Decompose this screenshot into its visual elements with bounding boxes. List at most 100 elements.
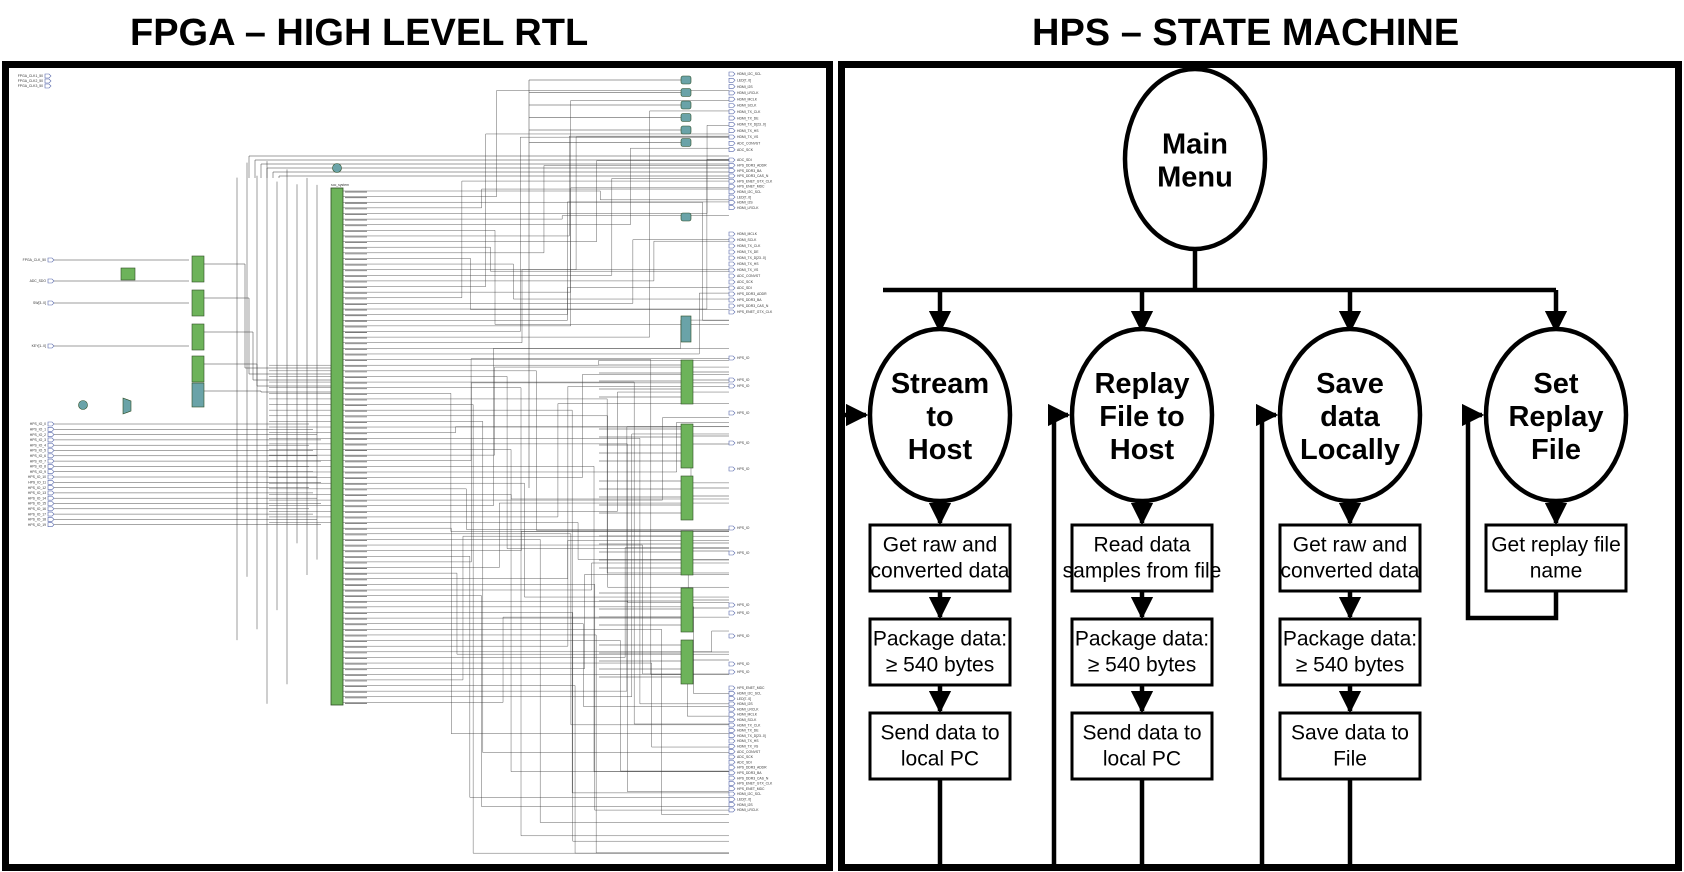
io-port: HDMI_I2C_SCL bbox=[728, 189, 761, 195]
io-port: HPS_IO_2 bbox=[30, 432, 55, 437]
io-port: HDMI_TX_DE bbox=[728, 115, 759, 121]
io-port: HPS_IO_5 bbox=[30, 448, 55, 453]
port-label: HPS_IO_6 bbox=[30, 454, 46, 458]
io-port: HDMI_I2C_SCL bbox=[728, 791, 761, 797]
port-label: HDMI_TX_VS bbox=[737, 135, 759, 139]
io-port: HPS_ENET_GTX_CLK bbox=[728, 309, 773, 315]
mux-symbol bbox=[78, 400, 88, 410]
port-label: HPS_IO_10 bbox=[28, 475, 46, 479]
io-port: HDMI_LRCLK bbox=[728, 205, 759, 210]
port-label: HPS_IO bbox=[737, 662, 750, 666]
rtl-title: FPGA – HIGH LEVEL RTL bbox=[130, 12, 589, 54]
port-label: HPS_IO_7 bbox=[30, 459, 46, 463]
io-port: HPS_IO_10 bbox=[28, 474, 55, 480]
io-port: HPS_IO bbox=[728, 377, 750, 383]
port-label: HPS_IO_18 bbox=[28, 518, 46, 522]
port-label: LED[7..0] bbox=[737, 798, 751, 802]
io-port: LED[7..0] bbox=[728, 797, 751, 802]
port-label: HDMI_LRCLK bbox=[737, 206, 759, 210]
io-port: HPS_IO bbox=[728, 525, 750, 531]
port-label: FPGA_CLK_50 bbox=[23, 258, 46, 262]
io-port: HDMI_TX_DE bbox=[728, 249, 759, 255]
driver-block bbox=[680, 475, 694, 521]
io-port: HDMI_TX_D[23..0] bbox=[728, 255, 766, 261]
port-label: HPS_IO bbox=[737, 611, 750, 615]
port-label: HPS_IO_19 bbox=[28, 523, 46, 527]
io-port: ADC_SCK bbox=[728, 147, 754, 152]
logic-block bbox=[680, 315, 692, 343]
port-label: HPS_DDR3_BA bbox=[737, 298, 762, 302]
io-port: FPGA_CLK_50 bbox=[23, 257, 55, 263]
io-port: HDMI_TX_CLK bbox=[728, 243, 761, 249]
io-port: LED[7..0] bbox=[728, 696, 751, 701]
soc-system-label: soc_system bbox=[331, 183, 349, 187]
io-port: HPS_IO_1 bbox=[30, 427, 55, 432]
return-arrow bbox=[1047, 403, 1071, 864]
io-port: HDMI_TX_HS bbox=[728, 738, 759, 744]
logic-block bbox=[191, 289, 205, 317]
io-port: HDMI_LRCLK bbox=[728, 90, 759, 96]
port-label: HPS_ENET_MDC bbox=[737, 686, 765, 690]
io-port: ADC_CONVST bbox=[728, 749, 760, 754]
io-port: HDMI_TX_VS bbox=[728, 134, 759, 140]
io-port: HPS_IO_13 bbox=[28, 490, 55, 496]
port-label: HDMI_I2C_SCL bbox=[737, 792, 761, 796]
port-label: ADC_SCK bbox=[737, 280, 754, 284]
io-port: HDMI_LRCLK bbox=[728, 706, 759, 712]
io-port: LED[7..0] bbox=[728, 78, 751, 83]
logic-block bbox=[191, 323, 205, 351]
port-label: LED[7..0] bbox=[737, 195, 751, 199]
port-label: HDMI_TX_CLK bbox=[737, 110, 761, 114]
port-label: LED[7..0] bbox=[737, 79, 751, 83]
port-label: HDMI_LRCLK bbox=[737, 808, 759, 812]
port-label: HPS_IO_4 bbox=[30, 443, 46, 447]
rtl-components: FPGA_CLK1_50FPGA_CLK2_50FPGA_CLK3_50FPGA… bbox=[18, 71, 773, 813]
port-label: HPS_ENET_MDC bbox=[737, 787, 765, 791]
port-label: HDMI_LRCLK bbox=[737, 91, 759, 95]
port-label: HPS_IO bbox=[737, 551, 750, 555]
io-port: HPS_DDR3_ADDR bbox=[728, 291, 767, 297]
port-label: HPS_IO bbox=[737, 634, 750, 638]
io-port: HPS_IO_4 bbox=[30, 442, 55, 448]
buffer-block bbox=[680, 138, 692, 147]
io-port: HPS_IO_8 bbox=[30, 464, 55, 469]
port-label: HDMI_SCLK bbox=[737, 718, 757, 722]
io-port: SW[3..0] bbox=[33, 300, 55, 306]
port-label: HPS_IO bbox=[737, 603, 750, 607]
io-port: HDMI_SCLK bbox=[728, 717, 757, 723]
io-port: HPS_IO bbox=[728, 550, 750, 556]
io-port: HPS_IO bbox=[728, 602, 750, 608]
step-label: Package data:≥ 540 bytes bbox=[1283, 628, 1417, 677]
io-port: HDMI_TX_CLK bbox=[728, 722, 761, 728]
port-label: HPS_IO bbox=[737, 384, 750, 388]
port-label: HPS_ENET_GTX_CLK bbox=[737, 179, 773, 183]
io-port: HPS_DDR3_CAS_N bbox=[728, 303, 769, 309]
port-label: ADC_CONVST bbox=[737, 750, 760, 754]
io-port: HDMI_MCLK bbox=[728, 96, 758, 102]
port-label: HPS_DDR3_ADDR bbox=[737, 766, 767, 770]
io-port: HPS_IO bbox=[728, 633, 750, 639]
port-label: KEY[1..0] bbox=[32, 344, 46, 348]
port-label: SW[3..0] bbox=[33, 301, 46, 305]
port-label: HPS_IO_17 bbox=[28, 512, 46, 516]
port-label: HPS_IO_11 bbox=[28, 481, 46, 485]
logic-block bbox=[191, 382, 205, 408]
driver-block bbox=[680, 530, 694, 576]
io-port: HDMI_I2S bbox=[728, 200, 753, 205]
io-port: HPS_IO bbox=[728, 466, 750, 472]
port-label: HPS_IO bbox=[737, 526, 750, 530]
port-label: HPS_ENET_GTX_CLK bbox=[737, 782, 773, 786]
io-port: ADC_SCK bbox=[728, 279, 754, 285]
io-port: HPS_IO_12 bbox=[28, 485, 55, 490]
io-port: HPS_IO_7 bbox=[30, 458, 55, 464]
buffer-block bbox=[680, 212, 692, 222]
io-port: FPGA_CLK3_50 bbox=[18, 83, 52, 89]
port-label: HDMI_I2S bbox=[737, 803, 753, 807]
